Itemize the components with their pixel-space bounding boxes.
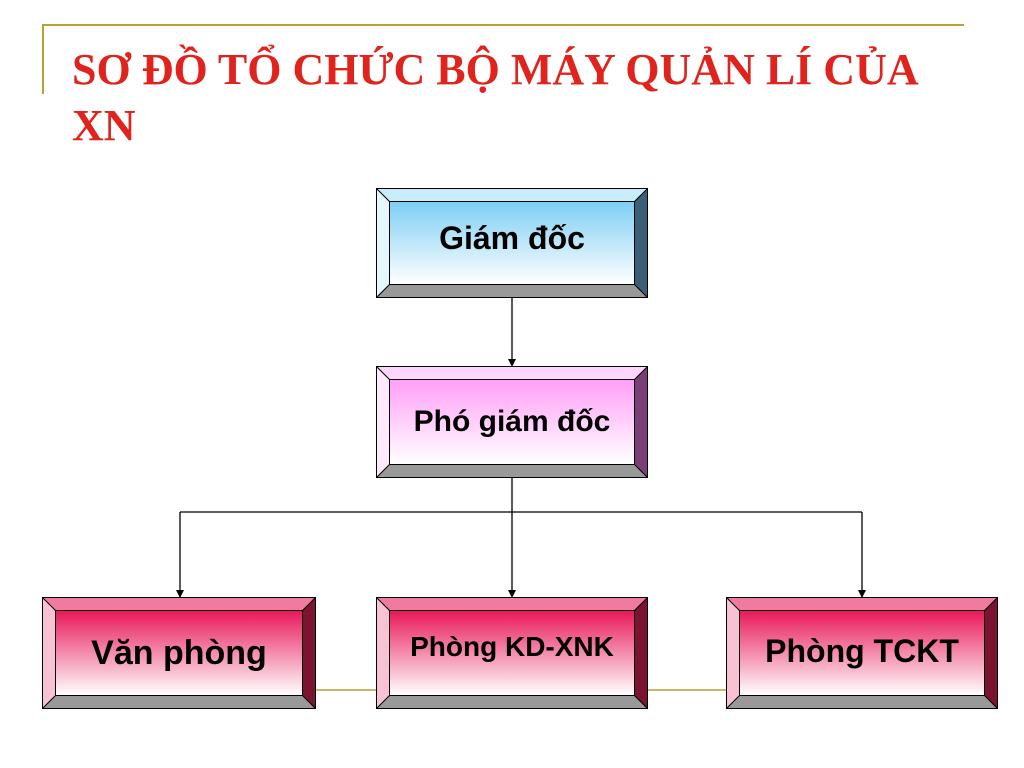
office-box-bevel xyxy=(42,597,316,709)
office-box: Văn phòng xyxy=(42,597,316,709)
director-box: Giám đốc xyxy=(376,188,648,298)
finance-box-bevel xyxy=(726,597,998,709)
director-box-bevel xyxy=(376,188,648,298)
slide-title: SƠ ĐỒ TỔ CHỨC BỘ MÁY QUẢN LÍ CỦA XN xyxy=(72,45,917,150)
director-label: Giám đốc xyxy=(439,220,585,256)
business-dept-label: Phòng KD-XNK xyxy=(410,631,614,662)
slide-frame-left-line xyxy=(42,24,44,94)
finance-dept-box: Phòng TCKT xyxy=(726,597,998,709)
office-label: Văn phòng xyxy=(91,633,267,672)
finance-dept-label: Phòng TCKT xyxy=(765,633,959,669)
slide-frame-top-line xyxy=(42,24,964,26)
business-box-bevel xyxy=(376,597,648,709)
deputy-box-bevel xyxy=(376,366,648,478)
deputy-director-box: Phó giám đốc xyxy=(376,366,648,478)
deputy-director-label: Phó giám đốc xyxy=(413,405,611,438)
business-dept-box: Phòng KD-XNK xyxy=(376,597,648,709)
